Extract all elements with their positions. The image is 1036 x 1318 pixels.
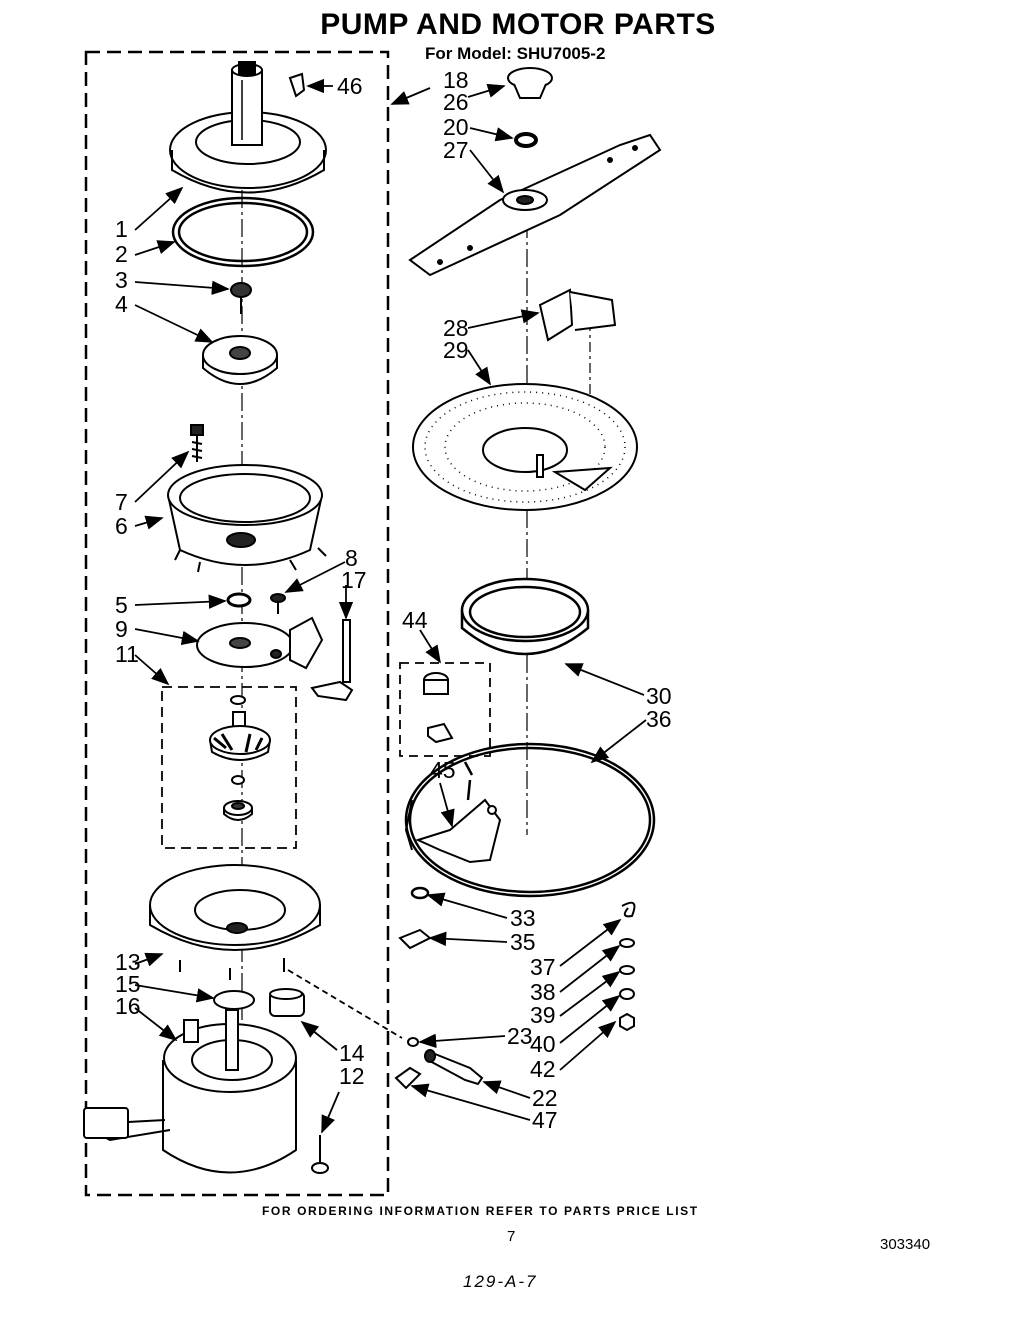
lower-spray-arm-part <box>408 133 662 277</box>
filter-seal-part <box>460 577 590 656</box>
bracket-screw-part <box>270 593 286 614</box>
motor-washer-part <box>213 990 255 1010</box>
callout-17: 17 <box>341 567 367 593</box>
hardware-stack-part <box>619 901 636 1032</box>
callout-2: 2 <box>115 241 128 267</box>
callout-22: 22 <box>532 1085 558 1111</box>
callout-7: 7 <box>115 489 128 515</box>
housing-screw-part <box>190 424 204 462</box>
seal-ring-part <box>171 196 315 268</box>
callout-35: 35 <box>510 929 536 955</box>
callout-42: 42 <box>530 1056 556 1082</box>
callout-15: 15 <box>115 971 141 997</box>
grommet-part <box>269 988 305 1017</box>
callout-44: 44 <box>402 607 428 633</box>
callout-30: 30 <box>646 683 672 709</box>
motor-screw-part <box>311 1135 329 1174</box>
impeller-kit-boundary <box>161 686 297 849</box>
callout-6: 6 <box>115 513 128 539</box>
callout-11: 11 <box>115 641 139 667</box>
document-number: 303340 <box>880 1236 931 1253</box>
screw-part <box>230 282 252 314</box>
page-number: 7 <box>507 1228 516 1245</box>
handwritten-note: 129-A-7 <box>463 1272 538 1291</box>
pump-housing-part <box>167 464 327 573</box>
callout-20: 20 <box>443 114 469 140</box>
callout-47: 47 <box>532 1107 558 1133</box>
leader-lines <box>134 78 647 1134</box>
callout-23: 23 <box>507 1023 533 1049</box>
callout-1: 1 <box>115 216 128 242</box>
page-title: PUMP AND MOTOR PARTS <box>320 8 716 41</box>
filter-screen-part <box>412 383 638 511</box>
impeller-kit-part <box>209 695 271 821</box>
seal-plate-part <box>196 616 324 670</box>
pump-assembly-boundary <box>84 50 390 1197</box>
heater-clip-part <box>398 928 432 950</box>
heater-element-part <box>404 742 656 898</box>
spray-arm-cap-part <box>507 67 553 99</box>
heater-kit-boundary <box>399 662 491 757</box>
callout-5: 5 <box>115 592 128 618</box>
callout-27: 27 <box>443 137 469 163</box>
motor-part <box>83 1009 297 1174</box>
callout-29: 29 <box>443 337 469 363</box>
impeller-hub-part <box>202 335 278 385</box>
heater-kit-part <box>423 672 454 744</box>
o-ring-part <box>407 1037 419 1047</box>
callout-37: 37 <box>530 954 556 980</box>
callout-16: 16 <box>115 993 141 1019</box>
callout-36: 36 <box>646 706 672 732</box>
float-rod-part <box>310 619 354 702</box>
spray-arm-washer-part <box>514 132 538 148</box>
callout-18: 18 <box>443 67 469 93</box>
callout-38: 38 <box>530 979 556 1005</box>
callout-13: 13 <box>115 949 141 975</box>
heater-bracket-part <box>404 798 502 864</box>
callout-4: 4 <box>115 291 128 317</box>
callout-9: 9 <box>115 616 128 642</box>
model-subtitle: For Model: SHU7005-2 <box>425 44 606 63</box>
motor-mount-part <box>149 864 321 980</box>
sensor-clip-part <box>394 1066 422 1090</box>
pump-cover-part <box>169 61 327 194</box>
washer-part <box>226 592 252 608</box>
callout-33: 33 <box>510 905 536 931</box>
callout-45: 45 <box>430 757 456 783</box>
ordering-note: FOR ORDERING INFORMATION REFER TO PARTS … <box>262 1204 699 1218</box>
sensor-part <box>424 1049 484 1086</box>
callout-40: 40 <box>530 1031 556 1057</box>
callout-8: 8 <box>345 545 358 571</box>
callout-28: 28 <box>443 315 469 341</box>
deflector-part <box>538 288 617 342</box>
callout-12: 12 <box>339 1063 365 1089</box>
heater-washer-part <box>410 886 430 900</box>
callout-46: 46 <box>337 73 363 99</box>
callout-39: 39 <box>530 1002 556 1028</box>
callout-26: 26 <box>443 89 469 115</box>
callout-labels: 46 18 26 20 27 1 2 3 4 28 29 7 6 8 17 5 … <box>115 67 672 1133</box>
clip-part <box>288 72 306 98</box>
callout-3: 3 <box>115 267 128 293</box>
callout-14: 14 <box>339 1040 365 1066</box>
